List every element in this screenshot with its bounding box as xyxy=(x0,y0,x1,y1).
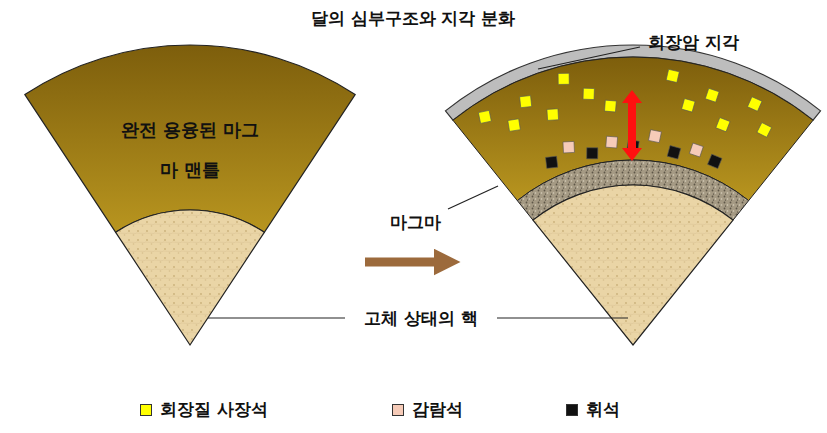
mineral-crystal xyxy=(547,109,559,121)
mineral-crystal xyxy=(563,141,575,153)
legend-item: 감람석 xyxy=(392,398,463,421)
mineral-crystal xyxy=(682,99,696,113)
mineral-crystal xyxy=(708,154,722,168)
mineral-crystal xyxy=(667,146,680,159)
process-arrow xyxy=(365,258,447,267)
leader-line xyxy=(208,317,345,318)
legend-swatch xyxy=(392,404,404,416)
mineral-crystal xyxy=(508,119,521,132)
part-label: 회장암 지각 xyxy=(645,31,742,54)
solid-core xyxy=(116,210,265,345)
legend-item: 회장질 사장석 xyxy=(140,398,268,421)
part-label: 고체 상태의 핵 xyxy=(361,307,481,330)
mineral-crystal xyxy=(716,118,730,132)
mineral-crystal xyxy=(666,69,679,82)
part-label: 마그마 xyxy=(387,211,444,234)
legend-text: 감람석 xyxy=(412,398,463,421)
title: 달의 심부구조와 지각 분화 xyxy=(311,7,516,30)
mineral-crystal xyxy=(583,88,594,99)
legend-swatch xyxy=(566,404,578,416)
mineral-crystal xyxy=(546,156,558,168)
mineral-crystal xyxy=(604,100,616,112)
mineral-crystal xyxy=(757,123,772,138)
solid-core xyxy=(533,185,733,345)
legend-item: 휘석 xyxy=(566,398,620,421)
band-label: 완전 용융된 마그마 맨틀 xyxy=(120,110,260,190)
leader-line xyxy=(448,186,498,209)
magma-mantle xyxy=(25,45,355,232)
mineral-crystal xyxy=(705,88,719,102)
double-arrow xyxy=(622,90,642,161)
mineral-crystal xyxy=(747,97,762,112)
legend-text: 휘석 xyxy=(586,398,620,421)
leader-line xyxy=(497,317,628,318)
mineral-crystal xyxy=(520,96,532,108)
mineral-crystal xyxy=(648,130,661,143)
mineral-crystal xyxy=(478,110,491,123)
mineral-crystal xyxy=(689,143,703,157)
mantle-band: 완전 용융된 마그마 맨틀 xyxy=(120,110,260,190)
mineral-crystal xyxy=(587,148,598,159)
mineral-crystal xyxy=(606,136,618,148)
legend-swatch xyxy=(140,404,152,416)
leader-line xyxy=(538,47,640,69)
legend-text: 회장질 사장석 xyxy=(160,398,268,421)
mineral-crystal xyxy=(558,73,569,84)
